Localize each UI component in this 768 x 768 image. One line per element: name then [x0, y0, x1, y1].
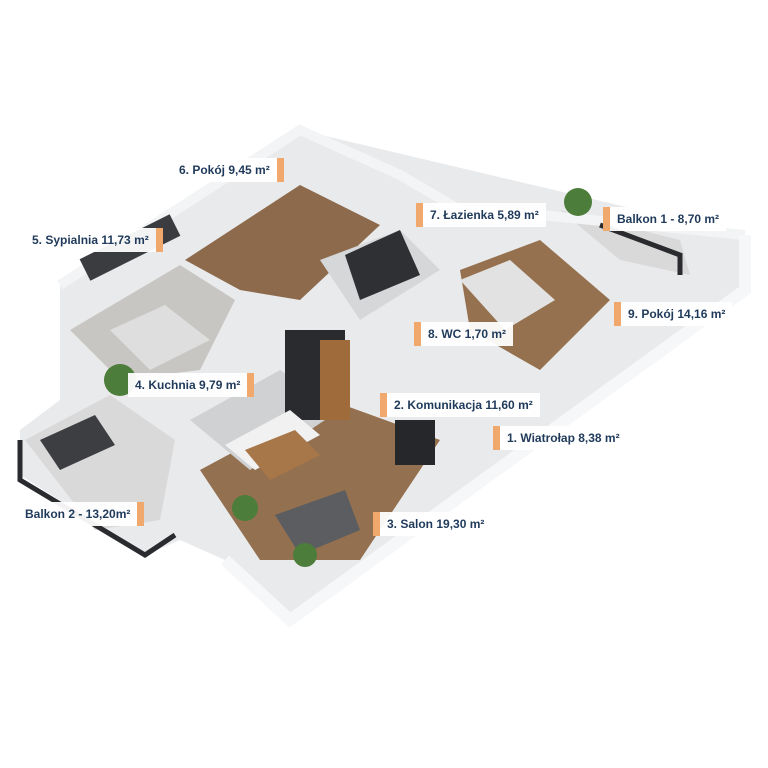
label-room-6: 6. Pokój 9,45 m² — [172, 158, 284, 182]
sofa-salon — [275, 490, 360, 555]
walls — [57, 124, 746, 290]
accent-bar — [493, 426, 500, 450]
label-balkon-1: Balkon 1 - 8,70 m² — [603, 207, 727, 231]
accent-bar — [414, 322, 421, 346]
label-room-3: 3. Salon 19,30 m² — [373, 512, 492, 536]
accent-bar — [247, 373, 255, 397]
accent-bar — [155, 228, 163, 252]
accent-bar — [137, 502, 145, 526]
sofa-balcony — [40, 415, 115, 470]
label-room-2: 2. Komunikacja 11,60 m² — [380, 393, 540, 417]
plant — [564, 188, 592, 216]
accent-bar — [614, 302, 621, 326]
label-room-7: 7. Łazienka 5,89 m² — [416, 203, 546, 227]
kitchen-wood — [320, 340, 350, 420]
accent-bar — [416, 203, 423, 227]
label-balkon-2: Balkon 2 - 13,20m² — [18, 502, 145, 526]
accent-bar — [380, 393, 387, 417]
bed-bedroom — [110, 305, 210, 370]
label-room-1: 1. Wiatrołap 8,38 m² — [493, 426, 627, 450]
walls-front — [220, 235, 751, 628]
tv-unit — [395, 420, 435, 465]
accent-bar — [276, 158, 284, 182]
bed-room9 — [460, 260, 555, 330]
accent-bar — [373, 512, 380, 536]
label-room-4: 4. Kuchnia 9,79 m² — [128, 373, 255, 397]
bathtub — [345, 230, 420, 300]
railing-balcony1 — [599, 222, 683, 275]
plant — [293, 543, 317, 567]
label-room-9: 9. Pokój 14,16 m² — [614, 302, 733, 326]
floor-room6 — [185, 185, 380, 300]
floor-balcony2 — [25, 395, 175, 530]
floor-balcony1 — [560, 210, 690, 275]
plant — [232, 495, 258, 521]
label-room-5: 5. Sypialnia 11,73 m² — [25, 228, 163, 252]
accent-bar — [603, 207, 610, 231]
dining-table — [245, 430, 320, 480]
label-room-8: 8. WC 1,70 m² — [414, 322, 514, 346]
